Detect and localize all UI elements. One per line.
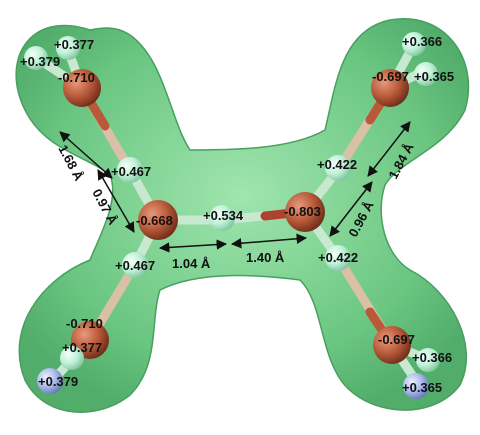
hydrogen-atom-bottom-right-a: [416, 348, 440, 372]
charge-labels: +0.377 +0.379 -0.710 +0.366 -0.697 +0.36…: [20, 34, 454, 395]
hydrogen-atom-upper-right: [325, 155, 351, 181]
charge-label-o-bottom-left: -0.710: [66, 316, 103, 331]
hydrogen-atom-bottom-left-a: [60, 346, 84, 370]
charge-label-h-upper-right: +0.422: [317, 157, 357, 172]
charge-label-h-top-left-a: +0.377: [54, 37, 94, 52]
distance-label-center-left: 1.04 Å: [172, 256, 211, 271]
charge-label-h-bottom-left-b: +0.379: [38, 374, 78, 389]
charge-label-h-top-left-b: +0.379: [20, 54, 60, 69]
charge-label-h-top-right-b: +0.365: [414, 69, 454, 84]
hydrogen-atom-bottom-right-b: [403, 373, 429, 399]
charge-label-o-top-left: -0.710: [58, 70, 95, 85]
atoms: [24, 32, 440, 399]
oxygen-atom-top-left: [63, 69, 101, 107]
hydrogen-atom-center: [209, 205, 235, 231]
charge-label-h-bottom-right-b: +0.365: [402, 380, 442, 395]
hydrogen-atom-top-left-b: [24, 46, 48, 70]
arrow-upper-right-hbond: [367, 121, 411, 177]
charge-label-o-center-right: -0.803: [284, 204, 321, 219]
charge-label-h-center: +0.534: [203, 208, 244, 223]
arrow-upper-right-covalent: [329, 181, 373, 237]
hydrogen-atom-top-right-a: [402, 32, 426, 56]
hydrogen-atom-top-right-b: [414, 62, 438, 86]
arrow-center-left: [158, 239, 228, 253]
distance-label-center-right: 1.40 Å: [246, 250, 285, 265]
hydrogen-atom-top-left-a: [56, 36, 80, 60]
oxygen-atom-bottom-right: [373, 326, 411, 364]
charge-label-h-lower-right: +0.422: [318, 250, 358, 265]
hydrogen-atom-lower-right: [325, 245, 351, 271]
oxygen-atom-center-right: [285, 192, 325, 232]
charge-label-h-upper-left: +0.467: [111, 164, 151, 179]
charge-label-h-bottom-right-a: +0.366: [412, 350, 452, 365]
charge-label-h-top-right-a: +0.366: [402, 34, 442, 49]
oxygen-atom-center-left: [138, 200, 178, 240]
arrow-center-right: [230, 233, 308, 249]
oxygen-atom-bottom-left: [71, 321, 109, 359]
oxygen-atom-top-right: [371, 69, 409, 107]
charge-label-o-top-right: -0.697: [372, 69, 409, 84]
hydrogen-atom-bottom-left-b: [37, 368, 63, 394]
charge-label-h-lower-left: +0.467: [115, 258, 155, 273]
distance-arrows: [59, 121, 411, 253]
hydrogen-atom-lower-left: [122, 252, 148, 278]
charge-label-o-center-left: -0.668: [136, 213, 173, 228]
charge-label-h-bottom-left-a: +0.377: [62, 340, 102, 355]
arrow-upper-left-covalent: [97, 169, 135, 233]
charge-label-o-bottom-right: -0.697: [378, 332, 415, 347]
